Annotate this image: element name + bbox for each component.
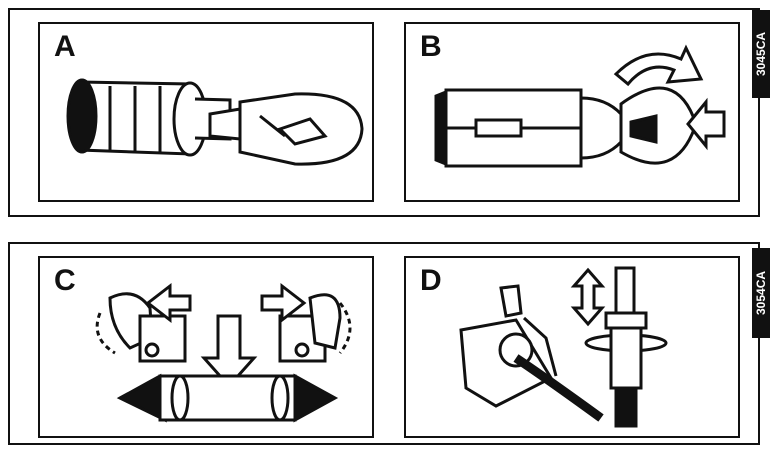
right-arrow-icon bbox=[260, 282, 307, 324]
panel-d-illustration bbox=[459, 266, 668, 428]
left-arrow-icon bbox=[145, 282, 192, 324]
down-arrow-icon bbox=[200, 314, 258, 389]
panel-d-letter: D bbox=[420, 264, 442, 297]
panel-d: D bbox=[404, 256, 740, 438]
panel-a-illustration bbox=[66, 78, 364, 166]
panel-b-letter: B bbox=[420, 30, 442, 63]
figure-code-bottom: 3054CA bbox=[752, 248, 770, 338]
figure-code-top: 3045CA bbox=[752, 10, 770, 98]
panel-c-illustration bbox=[95, 282, 352, 423]
panel-a: A bbox=[38, 22, 374, 202]
rotate-arrow-icon bbox=[613, 44, 704, 87]
push-arrow-icon bbox=[686, 97, 726, 151]
up-down-arrow-icon bbox=[570, 267, 606, 327]
panel-a-letter: A bbox=[54, 30, 76, 63]
panel-c-letter: C bbox=[54, 264, 76, 297]
panel-b: B bbox=[404, 22, 740, 202]
panel-c: C bbox=[38, 256, 374, 438]
panel-b-illustration bbox=[434, 44, 726, 168]
